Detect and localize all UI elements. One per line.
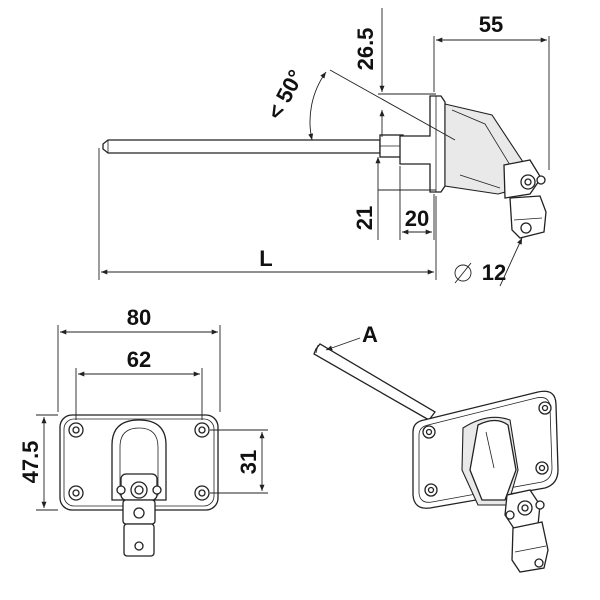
dim-plate-height-label: 26.5 (353, 28, 378, 71)
dim-angle-label: < 50° (262, 66, 309, 124)
dim-hole-spacing-x-label: 62 (127, 347, 151, 372)
dim-reach-label: 55 (479, 12, 503, 37)
iso-view-label: A (362, 322, 378, 347)
universal-joint-front (116, 473, 162, 557)
iso-rod (313, 343, 436, 421)
front-view: 80 62 47.5 31 (18, 305, 268, 557)
iso-universal-joint (504, 489, 549, 573)
side-view: 55 26.5 < 50° 21 20 L 12 (98, 8, 550, 287)
dim-length-label: L (259, 246, 272, 271)
dim-plate-height-front-label: 47.5 (18, 441, 43, 484)
mounting-holes (68, 422, 210, 501)
universal-joint-side (503, 159, 547, 239)
dim-bore-label: 12 (482, 260, 506, 285)
flange-plate (399, 95, 446, 193)
dim-offset-height-label: 21 (352, 206, 377, 230)
iso-housing (461, 416, 519, 506)
rod (102, 139, 381, 154)
dim-flange-width-label: 20 (405, 206, 429, 231)
dim-hole-spacing-y-label: 31 (236, 450, 261, 474)
diameter-symbol (454, 262, 472, 284)
isometric-view: A (313, 322, 559, 573)
dim-outer-width-label: 80 (127, 305, 151, 330)
